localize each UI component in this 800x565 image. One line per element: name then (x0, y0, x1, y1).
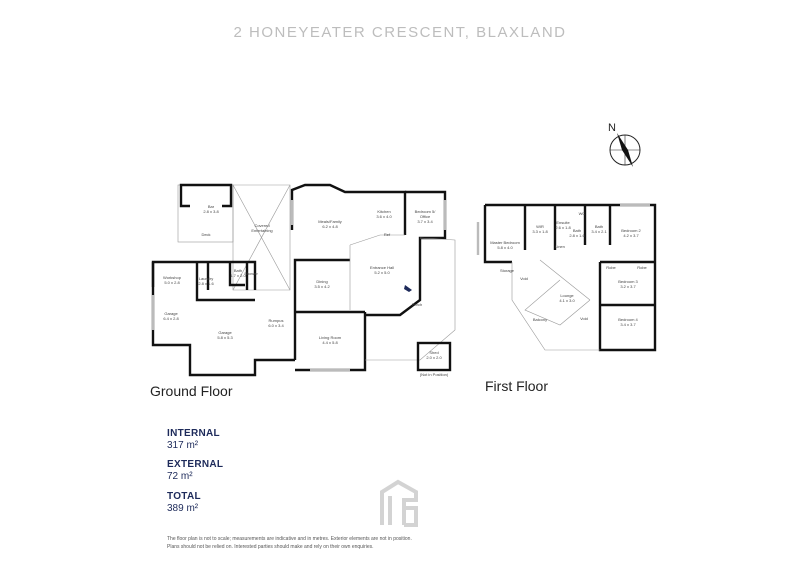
disclaimer: The floor plan is not to scale; measurem… (167, 535, 412, 551)
room-dims: 3.4 x 3.7 (620, 322, 636, 327)
room-label: Entrance Hall (370, 265, 394, 270)
area-label: TOTAL (167, 491, 201, 502)
ground-floor-plan (151, 183, 456, 377)
room-label: Garage (218, 330, 232, 335)
area-total: TOTAL 389 m² (167, 491, 201, 515)
room-dims: 4.2 x 3.7 (623, 233, 639, 238)
room-label: Laundry (199, 276, 213, 281)
area-value: 389 m² (167, 503, 199, 514)
first-floor-room-labels: Master Bedroom 5.8 x 4.0 WIR 3.3 x 1.8 E… (490, 211, 647, 327)
room-dims: 4.4 x 5.8 (322, 340, 338, 345)
room-label: Office (420, 214, 431, 219)
room-label: Rumpus (269, 318, 284, 323)
room-label: Deck (201, 232, 210, 237)
room-dims: 3.7 x 3.4 (417, 219, 433, 224)
area-external: EXTERNAL 72 m² (167, 459, 223, 483)
room-dims: 2.6 x 1.8 (555, 225, 571, 230)
ground-floor-room-labels: Bar 2.8 x 3.8 Deck Covered Entertaining … (163, 204, 449, 377)
room-dims: 3.3 x 1.8 (532, 229, 548, 234)
room-dims: 2.8 x 1.6 (198, 281, 214, 286)
area-internal: INTERNAL 317 m² (167, 428, 220, 452)
room-label: Workshop (163, 275, 182, 280)
room-label: Garage (164, 311, 178, 316)
room-dims: 6.4 x 2.8 (163, 316, 179, 321)
room-label: Covered (254, 223, 269, 228)
room-dims: 3.5 x 4.2 (314, 284, 330, 289)
room-dims: 2.8 x 3.8 (203, 209, 219, 214)
room-label: Bath (595, 224, 603, 229)
area-label: INTERNAL (167, 428, 220, 439)
brand-logo-icon (380, 479, 418, 527)
room-label: Shower (244, 271, 258, 276)
room-dims: 6.2 x 4.8 (322, 224, 338, 229)
room-label: Void (580, 316, 588, 321)
room-dims: 4.1 x 3.0 (559, 298, 575, 303)
room-label: Bedroom 5/ (415, 209, 437, 214)
room-label: WC (579, 211, 586, 216)
room-label: Lounge (560, 293, 574, 298)
room-dims: 5.2 x 5.0 (374, 270, 390, 275)
ground-floor-label: Ground Floor (150, 383, 233, 399)
room-label: Living Room (319, 335, 342, 340)
disclaimer-line: The floor plan is not to scale; measurem… (167, 536, 412, 542)
room-label: Master Bedroom (490, 240, 520, 245)
room-dims: 3.6 x 4.0 (376, 214, 392, 219)
first-floor-plan (476, 203, 657, 352)
room-dims: Entertaining (251, 228, 272, 233)
room-dims: 6.0 x 3.4 (268, 323, 284, 328)
first-floor-label: First Floor (485, 378, 548, 394)
room-label: Balcony (533, 317, 547, 322)
room-label: Robe (606, 265, 616, 270)
shed-note: (Not in Position) (420, 372, 449, 377)
room-label: Robe (637, 265, 647, 270)
room-label: Ensuite (556, 220, 570, 225)
room-label: Storage (500, 268, 515, 273)
room-label: Bedroom 4 (618, 317, 638, 322)
room-label: Dining (316, 279, 327, 284)
area-value: 317 m² (167, 440, 199, 451)
compass-north-label: N (608, 122, 616, 134)
disclaimer-line: Plans should not be relied on. Intereste… (167, 544, 374, 550)
compass-icon: N (608, 122, 641, 167)
room-label: Bath (234, 268, 242, 273)
area-label: EXTERNAL (167, 459, 224, 470)
room-label: Porch (412, 302, 422, 307)
room-label: Ref (384, 232, 391, 237)
room-label: Shed (429, 350, 438, 355)
room-dims: 3.4 x 2.1 (591, 229, 607, 234)
room-label: Bath (573, 228, 581, 233)
room-dims: 2.0 x 2.0 (426, 355, 442, 360)
room-dims: 5.0 x 2.8 (164, 280, 180, 285)
room-label: Linen (555, 244, 565, 249)
room-dims: 2.8 x 1.6 (569, 233, 585, 238)
room-dims: 5.8 x 4.0 (497, 245, 513, 250)
room-dims: 1.7 x 2.0 (230, 273, 246, 278)
room-label: Bedroom 2 (621, 228, 641, 233)
room-label: Kitchen (377, 209, 390, 214)
room-label: Bedroom 3 (618, 279, 638, 284)
room-label: Meals/Family (318, 219, 342, 224)
room-dims: 5.8 x 5.3 (217, 335, 233, 340)
room-dims: 3.2 x 3.7 (620, 284, 636, 289)
room-label: Bar (208, 204, 215, 209)
room-label: WIR (536, 224, 544, 229)
area-value: 72 m² (167, 471, 193, 482)
room-label: Void (520, 276, 528, 281)
property-title: 2 HONEYEATER CRESCENT, BLAXLAND (233, 24, 567, 41)
